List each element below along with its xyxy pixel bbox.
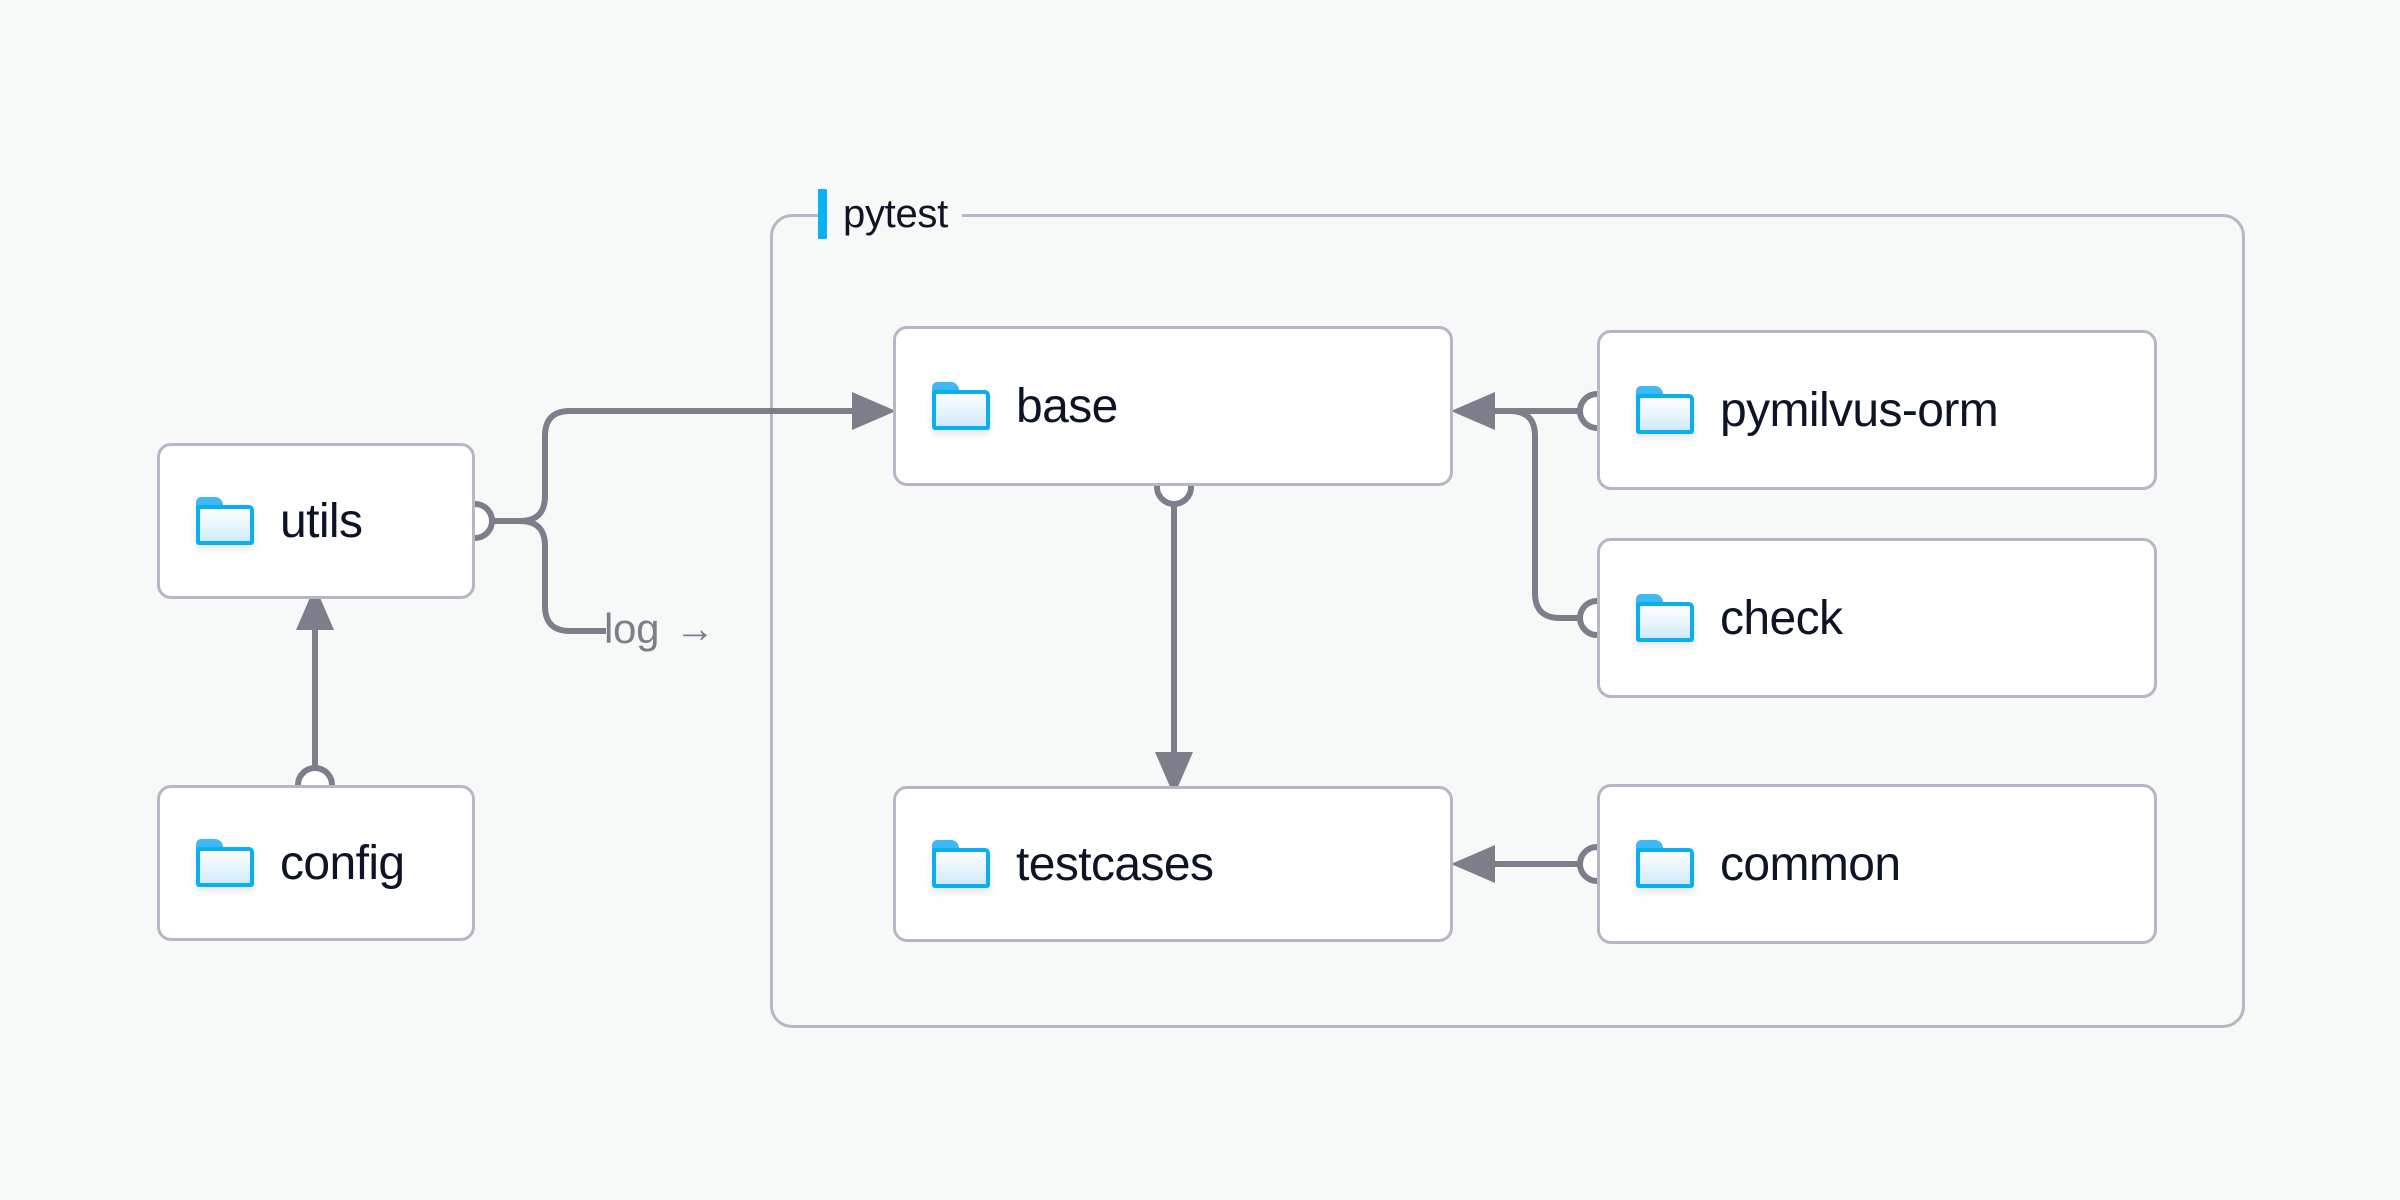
folder-icon (1636, 594, 1694, 642)
node-check[interactable]: check (1597, 538, 2157, 698)
arrow-right-icon: → (675, 607, 715, 651)
node-testcases[interactable]: testcases (893, 786, 1453, 942)
group-title: pytest (843, 192, 948, 236)
node-common-label: common (1720, 837, 1901, 891)
edge-label-log: log → (604, 605, 715, 653)
edge-config-to-utils (295, 586, 335, 805)
node-check-label: check (1720, 591, 1843, 645)
folder-icon (932, 840, 990, 888)
edge-label-log-text: log (604, 605, 660, 652)
edge-utils-log (492, 518, 606, 634)
group-pytest[interactable] (770, 214, 2245, 1028)
folder-icon (1636, 386, 1694, 434)
folder-icon (196, 497, 254, 545)
node-base[interactable]: base (893, 326, 1453, 486)
node-base-label: base (1016, 379, 1118, 433)
node-common[interactable]: common (1597, 784, 2157, 944)
folder-icon (196, 839, 254, 887)
folder-icon (1636, 840, 1694, 888)
node-testcases-label: testcases (1016, 837, 1214, 891)
folder-icon (932, 382, 990, 430)
node-config[interactable]: config (157, 785, 475, 941)
node-utils[interactable]: utils (157, 443, 475, 599)
node-config-label: config (280, 836, 405, 890)
group-accent-bar (818, 189, 827, 239)
node-pymilvus-orm-label: pymilvus-orm (1720, 383, 1999, 437)
node-pymilvus-orm[interactable]: pymilvus-orm (1597, 330, 2157, 490)
group-pytest-label: pytest (818, 189, 962, 239)
node-utils-label: utils (280, 494, 363, 548)
